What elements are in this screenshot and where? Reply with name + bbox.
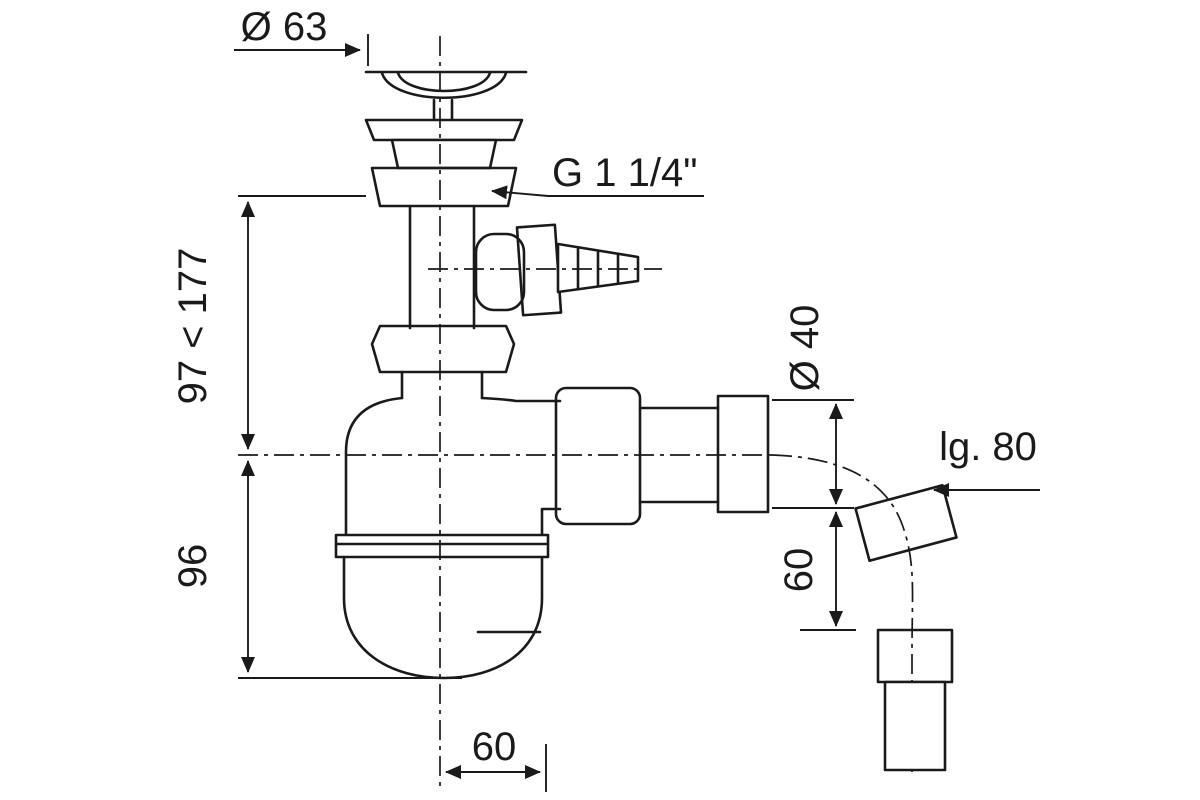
- dim-outlet-drop-label: 60: [777, 548, 821, 593]
- outlet-threaded-end: [716, 394, 770, 514]
- dimension-labels: Ø 63 G 1 1/4" 97 < 177 96 Ø 40 60 lg. 80…: [171, 5, 1037, 769]
- dishwasher-branch: [474, 223, 640, 317]
- strainer-waist: [390, 138, 498, 170]
- thread-leader: [491, 185, 704, 200]
- sink-strainer: [364, 70, 528, 170]
- inlet-tube: [408, 204, 476, 330]
- dim-height-range-label: 97 < 177: [171, 248, 215, 405]
- strainer-flange: [364, 118, 524, 142]
- lower-knurled-nut: [370, 324, 516, 374]
- trap-body: [334, 396, 562, 680]
- fitting-threaded-top: [876, 628, 954, 684]
- hose-centerline-curve: [771, 454, 914, 772]
- strainer-dome-inner: [396, 71, 492, 93]
- inlet-knurled-nut: [370, 166, 518, 208]
- body-left-shoulder: [344, 396, 404, 537]
- outlet-bottom-body-right: [540, 507, 562, 537]
- dim-outlet-offset-label: 60: [472, 725, 517, 769]
- outlet-knurled-nut: [554, 386, 642, 526]
- outlet-assembly: [554, 386, 770, 526]
- corrugated-flex-section: [854, 483, 958, 563]
- dim-outlet-diameter-label: Ø 40: [783, 305, 827, 392]
- dimension-lines: [234, 34, 1040, 792]
- bottom-outlet-fitting: [876, 628, 954, 772]
- flex-length-label: lg. 80: [939, 425, 1037, 469]
- strainer-dome-outer: [380, 71, 508, 100]
- centerlines: [238, 36, 772, 790]
- thread-size-label: G 1 1/4": [552, 151, 697, 195]
- branch-elbow: [474, 232, 526, 312]
- trap-cup-bowl: [342, 555, 544, 680]
- dim-top-diameter-label: Ø 63: [241, 5, 328, 49]
- body-inlet-stub: [400, 370, 484, 400]
- body-right-shoulder-outlet-top: [480, 396, 562, 403]
- dim-body-height-label: 96: [171, 544, 215, 589]
- fitting-body: [883, 680, 947, 772]
- cup-union-ring: [334, 533, 550, 559]
